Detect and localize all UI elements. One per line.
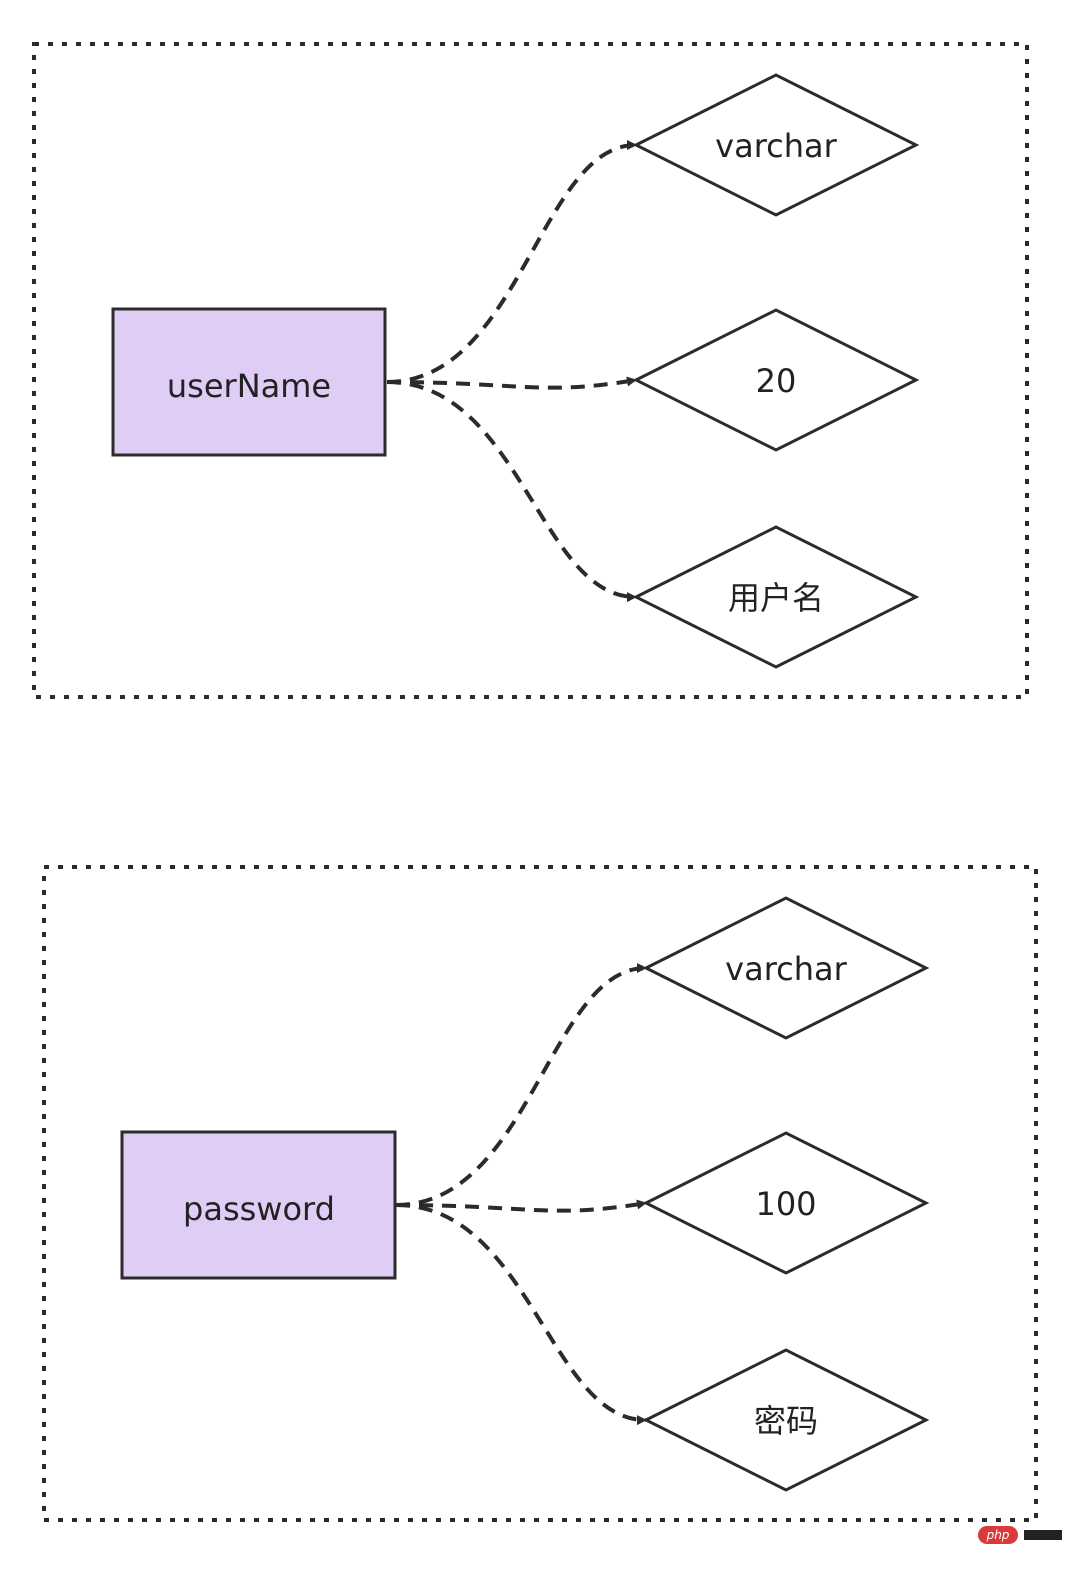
- attribute-diamond: [642, 896, 930, 1040]
- attribute-label: varchar: [725, 950, 847, 988]
- group-password: password varchar 100 密码: [42, 865, 1038, 1522]
- connector: [395, 1203, 647, 1426]
- attribute-diamond: [642, 1131, 930, 1275]
- group-border: [32, 42, 1029, 699]
- entity-box: [120, 1130, 397, 1280]
- attribute-label: 密码: [754, 1402, 818, 1440]
- attribute-label: 100: [755, 1185, 816, 1223]
- attribute-diamond: [632, 525, 920, 669]
- connector: [395, 963, 647, 1207]
- connector: [386, 380, 637, 603]
- attribute-diamond: [632, 73, 920, 217]
- group-username: userName varchar 20 用户名: [32, 42, 1029, 699]
- connector: [395, 1199, 647, 1213]
- attribute-label: varchar: [715, 127, 837, 165]
- entity-label: password: [183, 1190, 335, 1228]
- attribute-diamond: [632, 308, 920, 452]
- entity-label: userName: [167, 367, 331, 405]
- connector: [386, 376, 637, 390]
- attribute-label: 20: [756, 362, 797, 400]
- group-border: [42, 865, 1038, 1522]
- watermark-bar: [1024, 1530, 1062, 1540]
- connector: [386, 140, 637, 384]
- attribute-label: 用户名: [728, 579, 824, 617]
- attribute-diamond: [642, 1348, 930, 1492]
- watermark-logo: php: [978, 1526, 1018, 1544]
- entity-box: [111, 307, 387, 457]
